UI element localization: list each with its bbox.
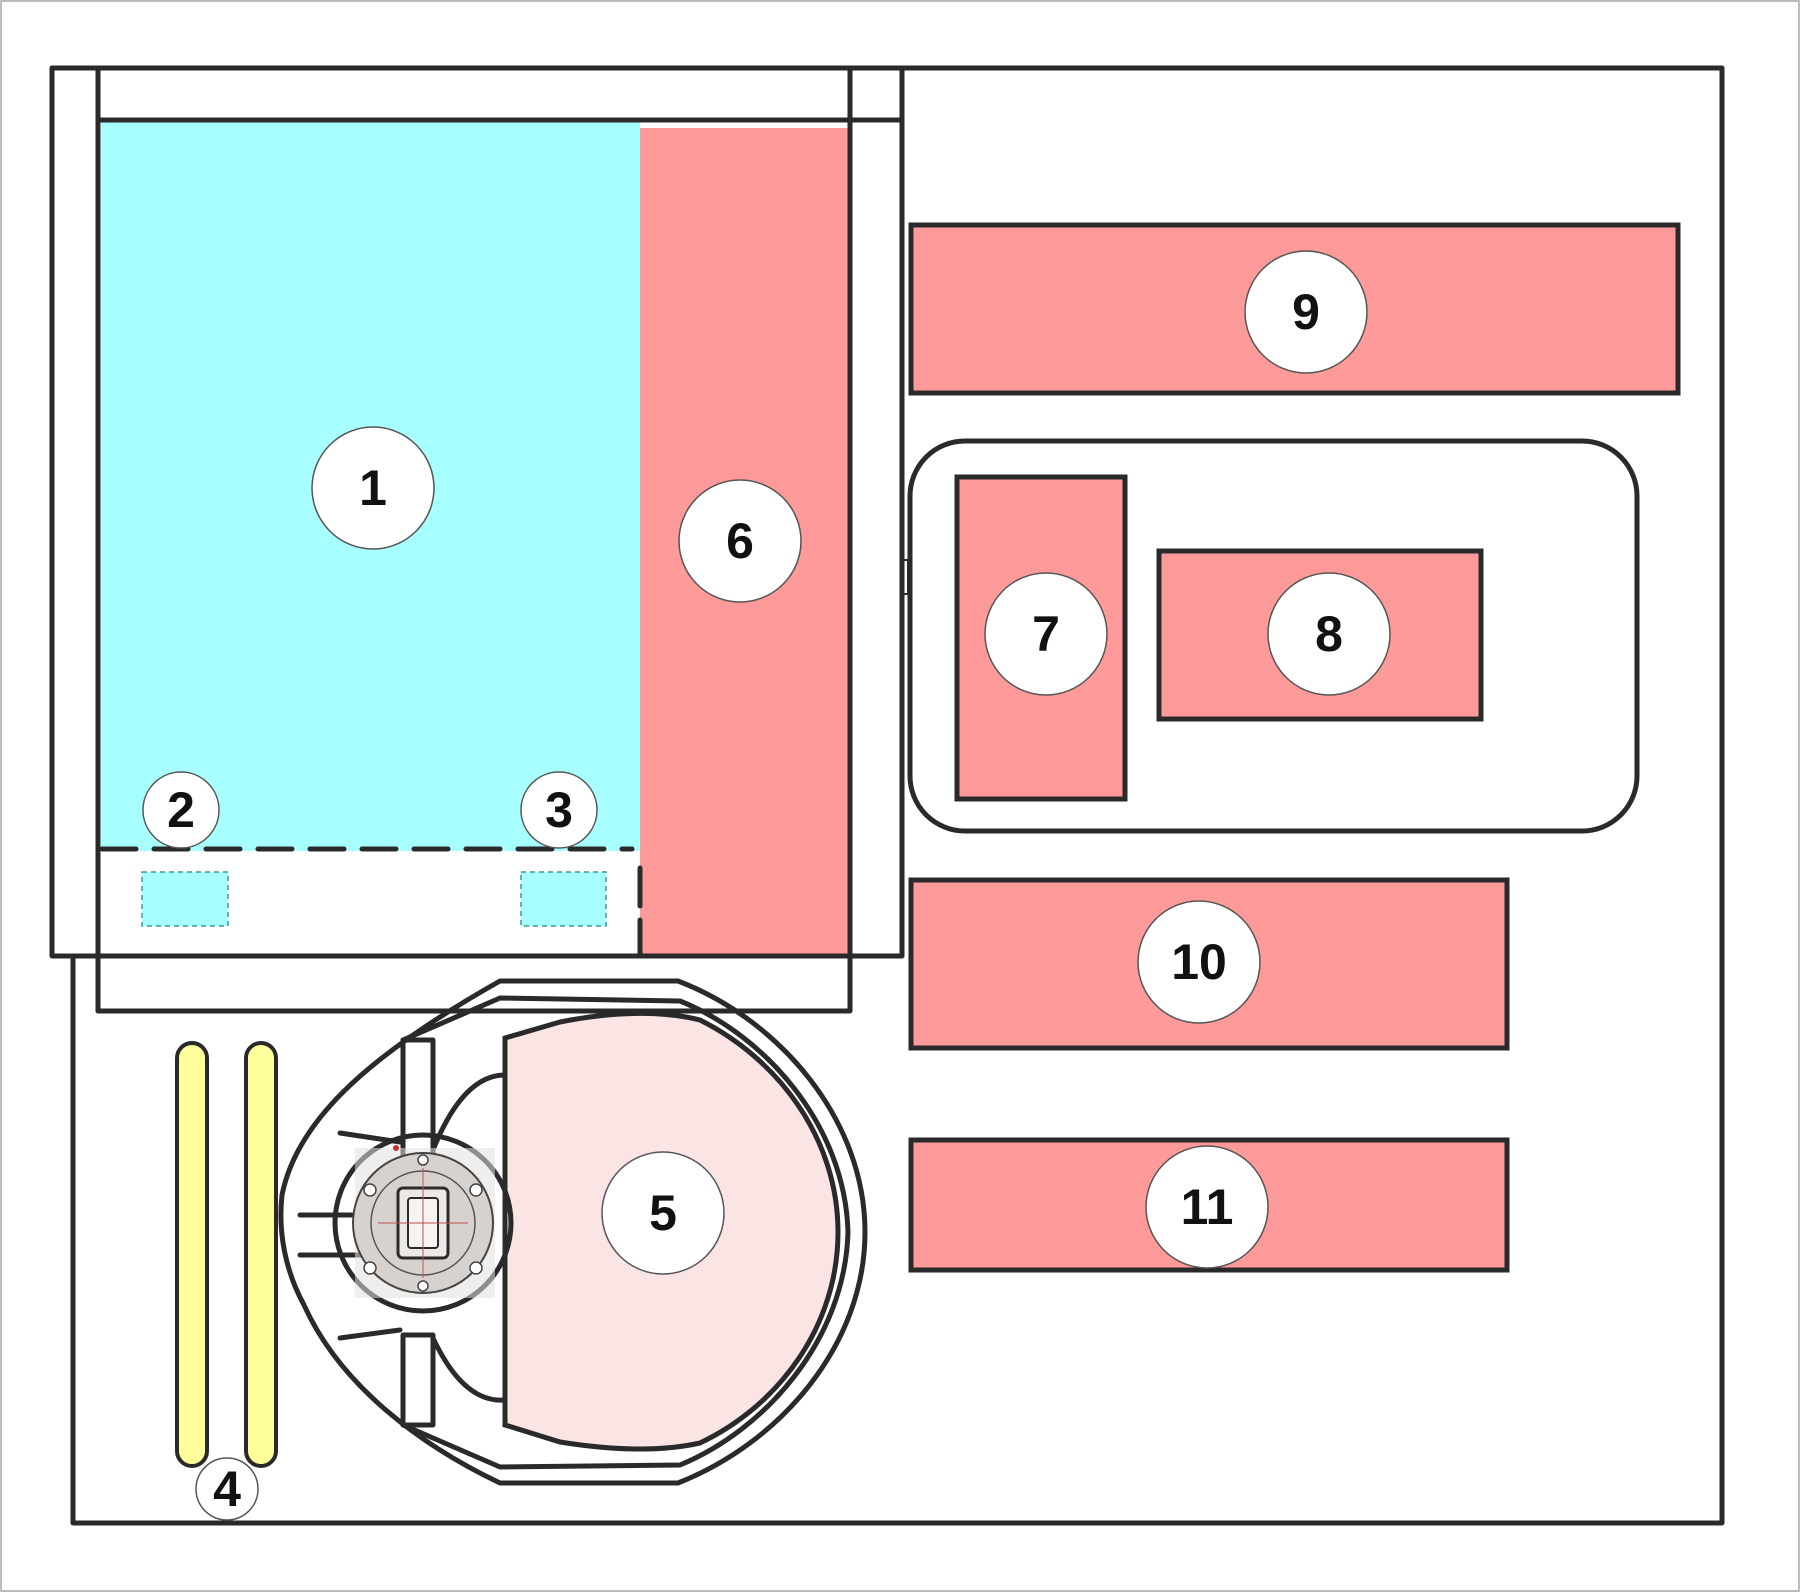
zone-2-label: 2 bbox=[167, 782, 195, 838]
zone-5-label: 5 bbox=[649, 1185, 677, 1241]
zone-7-badge: 7 bbox=[984, 572, 1108, 696]
zone-4-label: 4 bbox=[213, 1461, 241, 1517]
zone-3-badge: 3 bbox=[520, 771, 598, 849]
zone-3-label: 3 bbox=[545, 782, 573, 838]
zone-10-badge: 10 bbox=[1137, 900, 1261, 1024]
zone-2-badge: 2 bbox=[142, 771, 220, 849]
zone-6-badge: 6 bbox=[678, 479, 802, 603]
zone-1-badge: 1 bbox=[311, 426, 435, 550]
zone-1-label: 1 bbox=[359, 460, 387, 516]
zone-7-8-enclosure bbox=[907, 438, 1640, 834]
zone-2-area bbox=[141, 871, 229, 927]
zone-4-rail-right bbox=[244, 1041, 278, 1468]
zone-10-label: 10 bbox=[1171, 934, 1227, 990]
zone-6-label: 6 bbox=[726, 513, 754, 569]
zone-11-badge: 11 bbox=[1145, 1145, 1269, 1269]
zone-11-label: 11 bbox=[1181, 1179, 1234, 1235]
zone-7-label: 7 bbox=[1032, 606, 1060, 662]
zone-4-badge: 4 bbox=[195, 1457, 259, 1521]
zone-3-area bbox=[520, 871, 607, 927]
zone-8-badge: 8 bbox=[1267, 572, 1391, 696]
zone-5-badge: 5 bbox=[601, 1151, 725, 1275]
zone-4-rail-left bbox=[175, 1041, 209, 1468]
zone-8-label: 8 bbox=[1315, 606, 1343, 662]
zone-9-label: 9 bbox=[1292, 284, 1320, 340]
zone-9-badge: 9 bbox=[1244, 250, 1368, 374]
outer-enclosure bbox=[49, 65, 1725, 1526]
